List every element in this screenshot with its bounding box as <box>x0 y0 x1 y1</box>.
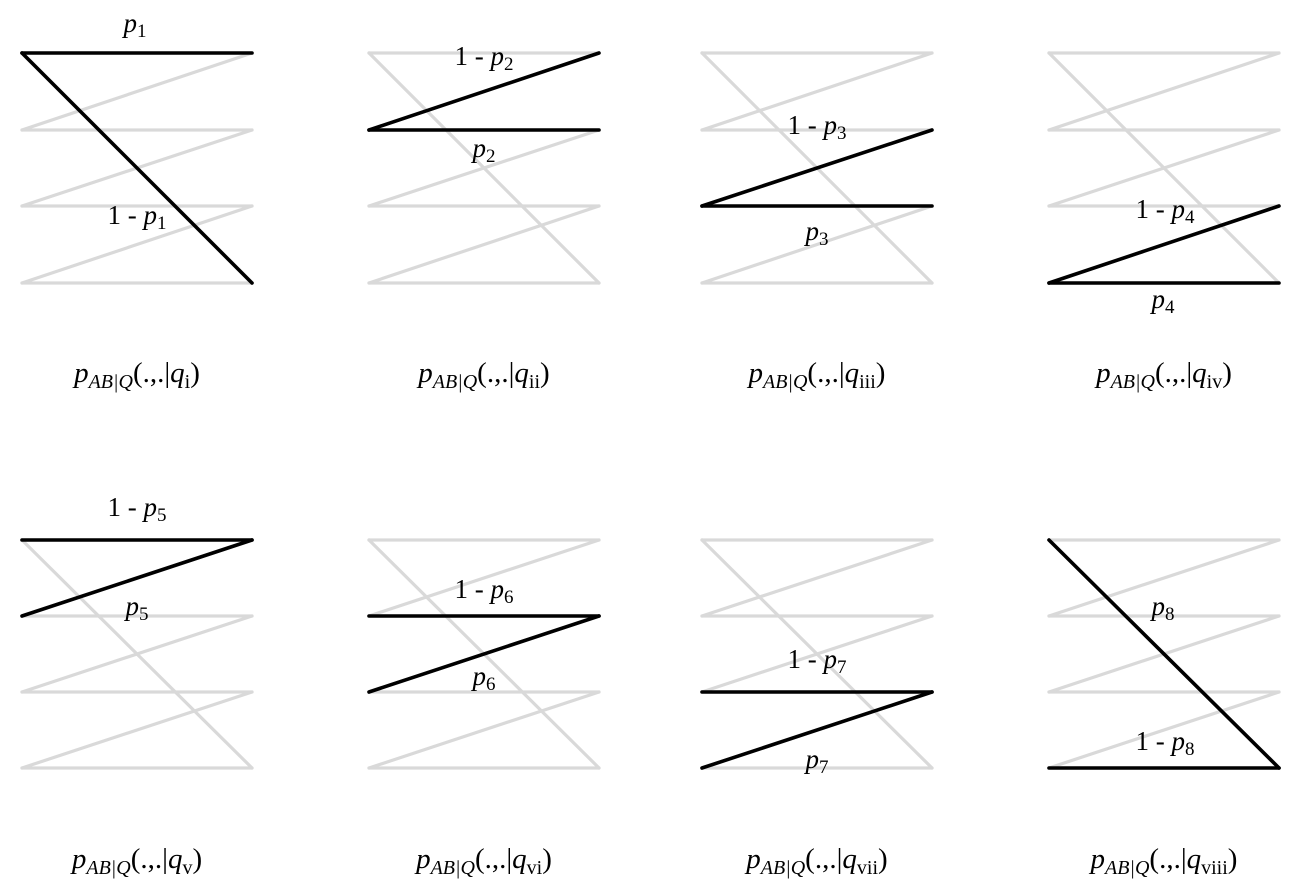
active-edge-1 <box>367 51 601 132</box>
edge-probability-label: 1 - p3 <box>788 110 847 144</box>
panel-4: 1 - p4 p4 pAB|Q(.,.|qiv) <box>1047 51 1281 393</box>
panel-caption: pAB|Q(.,.|qi) <box>72 357 200 393</box>
background-edge <box>1047 51 1281 132</box>
panel-5: 1 - p5 p5 pAB|Q(.,.|qv) <box>20 492 254 879</box>
panel-caption: pAB|Q(.,.|qii) <box>416 357 549 393</box>
background-edge <box>1047 51 1281 285</box>
edge-probability-label: p5 <box>124 591 149 625</box>
edge-probability-label: p8 <box>1150 591 1175 625</box>
background-edge <box>367 690 601 770</box>
panel-caption: pAB|Q(.,.|qiv) <box>1094 357 1232 393</box>
edge-probability-label: p4 <box>1150 284 1176 318</box>
active-edge-1 <box>1047 204 1281 285</box>
background-edge <box>1047 690 1281 770</box>
active-edge-1 <box>1047 538 1281 770</box>
edge-probability-label: 1 - p7 <box>788 644 847 678</box>
active-edge-2 <box>700 690 934 770</box>
active-edge-2 <box>367 614 601 694</box>
panel-caption: pAB|Q(.,.|qiii) <box>747 357 886 393</box>
panel-6: 1 - p6 p6 pAB|Q(.,.|qvi) <box>367 538 601 879</box>
background-edge <box>700 51 934 132</box>
panel-caption: pAB|Q(.,.|qv) <box>70 843 202 879</box>
panel-8: p8 1 - p8 pAB|Q(.,.|qviii) <box>1047 538 1281 879</box>
edge-probability-label: p2 <box>471 133 496 167</box>
active-edge-2 <box>20 51 254 285</box>
active-edge-2 <box>20 538 254 618</box>
edge-probability-label: p1 <box>122 8 147 42</box>
background-edge <box>367 204 601 285</box>
background-edge <box>367 538 601 618</box>
active-edge-1 <box>700 128 934 208</box>
edge-probability-label: 1 - p4 <box>1136 194 1196 228</box>
background-edge <box>700 538 934 618</box>
background-edge <box>20 204 254 285</box>
edge-probability-label: 1 - p1 <box>108 200 167 234</box>
background-edge <box>1047 538 1281 618</box>
panel-3: 1 - p3 p3 pAB|Q(.,.|qiii) <box>700 51 934 393</box>
panel-1: p1 1 - p1 pAB|Q(.,.|qi) <box>20 8 254 393</box>
edge-probability-label: p7 <box>804 744 829 778</box>
panel-2: 1 - p2 p2 pAB|Q(.,.|qii) <box>367 41 601 393</box>
background-edge <box>20 538 254 770</box>
edge-probability-label: 1 - p5 <box>108 492 167 526</box>
panel-caption: pAB|Q(.,.|qviii) <box>1089 843 1238 879</box>
background-edge <box>700 538 934 770</box>
background-edge <box>700 204 934 285</box>
panel-7: 1 - p7 p7 pAB|Q(.,.|qvii) <box>700 538 934 879</box>
background-edge <box>20 51 254 132</box>
edge-probability-label: p6 <box>471 661 496 695</box>
edge-probability-label: 1 - p6 <box>455 574 514 608</box>
background-edge <box>20 690 254 770</box>
edge-probability-label: p3 <box>804 216 829 250</box>
panel-caption: pAB|Q(.,.|qvi) <box>414 843 552 879</box>
background-edge <box>367 51 601 285</box>
panel-caption: pAB|Q(.,.|qvii) <box>744 843 887 879</box>
edge-probability-label: 1 - p2 <box>455 41 514 75</box>
edge-probability-label: 1 - p8 <box>1136 726 1195 760</box>
